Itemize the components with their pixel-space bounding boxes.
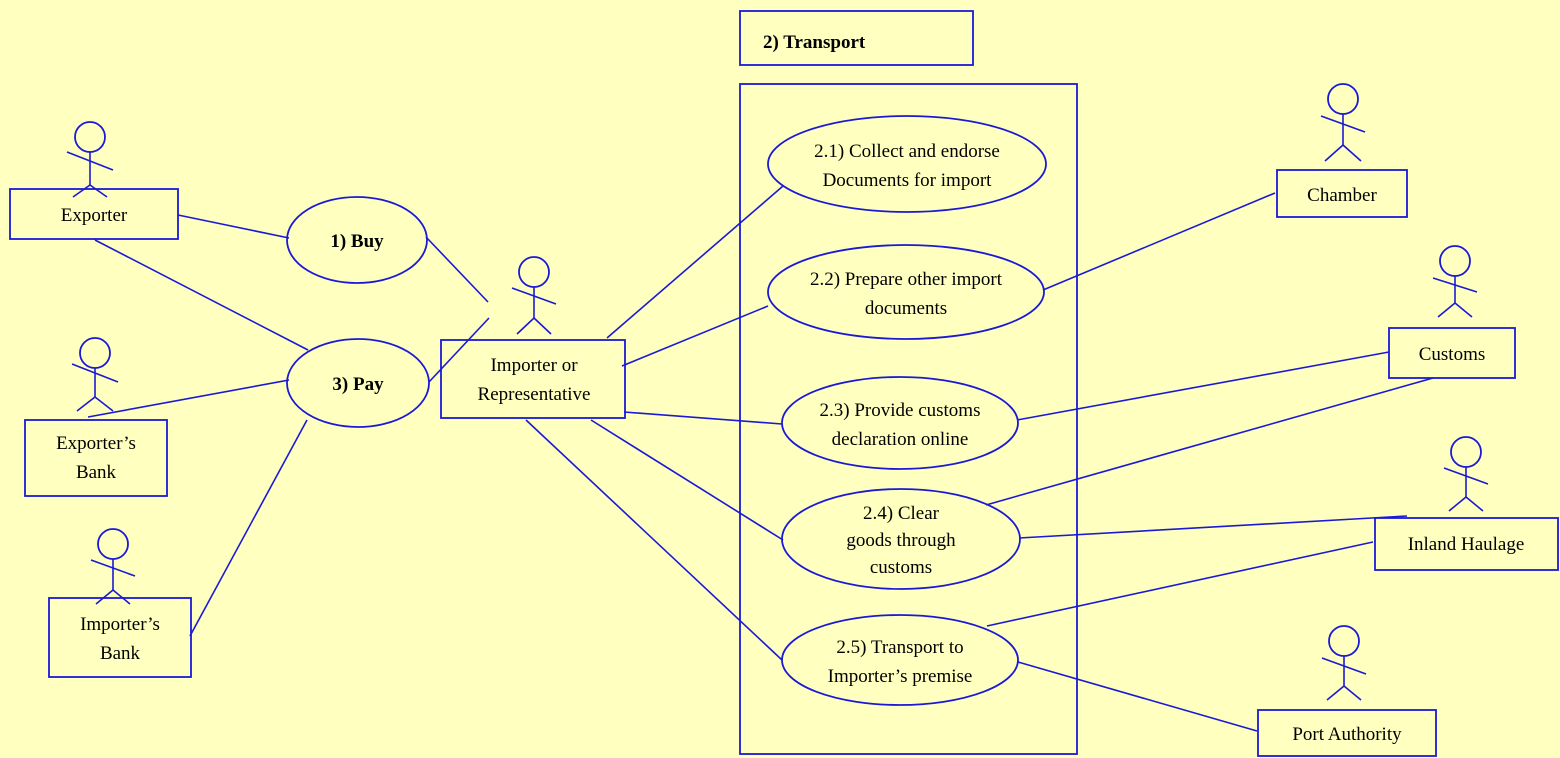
system-title-box — [739, 10, 974, 66]
link-uc25-inland-haulage — [986, 541, 1374, 627]
stick-figure-port-authority-icon — [1321, 625, 1367, 701]
stick-figure-chamber-icon — [1320, 83, 1366, 162]
link-importers-bank-pay — [189, 419, 308, 637]
actor-customs-box — [1388, 327, 1516, 379]
actor-inland-haulage-box — [1374, 517, 1559, 571]
actor-importer-label-line2: Representative — [478, 384, 591, 405]
link-importer-uc23 — [623, 411, 783, 425]
use-case-2-2-label-line1: 2.2) Prepare other import — [810, 269, 1003, 290]
link-uc24-customs — [985, 377, 1434, 506]
use-case-2-1-label-line1: 2.1) Collect and endorse — [814, 141, 1000, 162]
use-case-2-2-ellipse — [767, 244, 1045, 340]
actor-exporters-bank-label-line1: Exporter’s — [56, 433, 136, 454]
actor-chamber-label: Chamber — [1307, 185, 1377, 206]
use-case-2-2-label-line2: documents — [865, 298, 947, 319]
stick-figure-exporters-bank-icon — [71, 337, 119, 412]
use-case-pay-ellipse — [286, 338, 430, 428]
link-importer-uc25 — [525, 419, 783, 661]
stick-figure-importers-bank-icon — [90, 528, 136, 605]
actor-exporter: Exporter — [9, 188, 179, 240]
link-importer-uc24 — [590, 419, 784, 541]
actor-importer: Importer or Representative — [440, 339, 626, 419]
actor-port-authority-box — [1257, 709, 1437, 757]
link-buy-importer — [425, 236, 489, 303]
use-case-2-1: 2.1) Collect and endorse Documents for i… — [767, 115, 1047, 213]
actor-customs-label: Customs — [1419, 344, 1486, 365]
actor-chamber-box — [1276, 169, 1408, 218]
use-case-2-2: 2.2) Prepare other import documents — [767, 244, 1045, 340]
use-case-2-5: 2.5) Transport to Importer’s premise — [781, 614, 1019, 706]
stick-figure-inland-haulage-icon — [1443, 436, 1489, 512]
actor-customs: Customs — [1388, 327, 1516, 379]
actor-exporters-bank-label-line2: Bank — [76, 462, 117, 483]
link-uc25-port-authority — [1017, 661, 1258, 732]
actor-exporters-bank-box — [24, 419, 168, 497]
actor-importer-label-line1: Importer or — [490, 355, 578, 376]
actor-exporter-label: Exporter — [61, 205, 128, 226]
link-importer-uc22 — [621, 305, 769, 367]
system-title: 2) Transport — [763, 32, 866, 53]
link-importer-uc21 — [606, 185, 784, 339]
use-case-buy-ellipse — [286, 196, 428, 284]
actor-figures — [66, 83, 1489, 701]
use-case-buy-label: 1) Buy — [330, 231, 384, 252]
stick-figure-importer-icon — [511, 256, 557, 335]
use-case-pay-label: 3) Pay — [332, 374, 384, 395]
system-boundary: 2) Transport — [739, 10, 1078, 755]
actor-chamber: Chamber — [1276, 169, 1408, 218]
associations — [87, 185, 1434, 732]
stick-figure-customs-icon — [1432, 245, 1478, 318]
use-case-2-4-label-line1: 2.4) Clear — [863, 503, 940, 524]
actor-exporters-bank: Exporter’s Bank — [24, 419, 168, 497]
use-case-2-4-label-line3: customs — [870, 557, 932, 578]
use-case-2-1-label-line2: Documents for import — [823, 170, 993, 191]
actor-importers-bank: Importer’s Bank — [48, 597, 192, 678]
use-case-2-1-ellipse — [767, 115, 1047, 213]
use-case-2-3-label-line2: declaration online — [832, 429, 969, 450]
use-case-buy: 1) Buy — [286, 196, 428, 284]
use-case-2-3-label-line1: 2.3) Provide customs — [820, 400, 981, 421]
actor-importers-bank-box — [48, 597, 192, 678]
system-boundary-box — [739, 83, 1078, 755]
link-exporter-pay — [94, 239, 309, 351]
actor-exporter-box — [9, 188, 179, 240]
use-case-2-3: 2.3) Provide customs declaration online — [781, 376, 1019, 470]
actor-port-authority: Port Authority — [1257, 709, 1437, 757]
link-uc24-inland-haulage — [1018, 515, 1408, 539]
actor-inland-haulage-label: Inland Haulage — [1408, 534, 1525, 555]
use-case-2-3-ellipse — [781, 376, 1019, 470]
link-exporters-bank-pay — [87, 379, 290, 418]
use-case-2-5-label-line1: 2.5) Transport to — [836, 637, 963, 658]
actor-importers-bank-label-line1: Importer’s — [80, 614, 160, 635]
use-case-pay: 3) Pay — [286, 338, 430, 428]
link-uc22-chamber — [1042, 192, 1276, 291]
actor-inland-haulage: Inland Haulage — [1374, 517, 1559, 571]
use-case-2-5-label-line2: Importer’s premise — [828, 666, 973, 687]
use-case-2-5-ellipse — [781, 614, 1019, 706]
actor-importer-box — [440, 339, 626, 419]
use-case-2-4-label-line2: goods through — [846, 530, 956, 551]
link-pay-importer — [428, 317, 490, 383]
actor-port-authority-label: Port Authority — [1292, 724, 1402, 745]
stick-figure-exporter-icon — [66, 121, 114, 198]
use-case-2-4: 2.4) Clear goods through customs — [781, 488, 1021, 590]
use-case-2-4-ellipse — [781, 488, 1021, 590]
link-uc23-customs — [1016, 351, 1390, 421]
link-exporter-buy — [177, 214, 290, 239]
actor-importers-bank-label-line2: Bank — [100, 643, 141, 664]
